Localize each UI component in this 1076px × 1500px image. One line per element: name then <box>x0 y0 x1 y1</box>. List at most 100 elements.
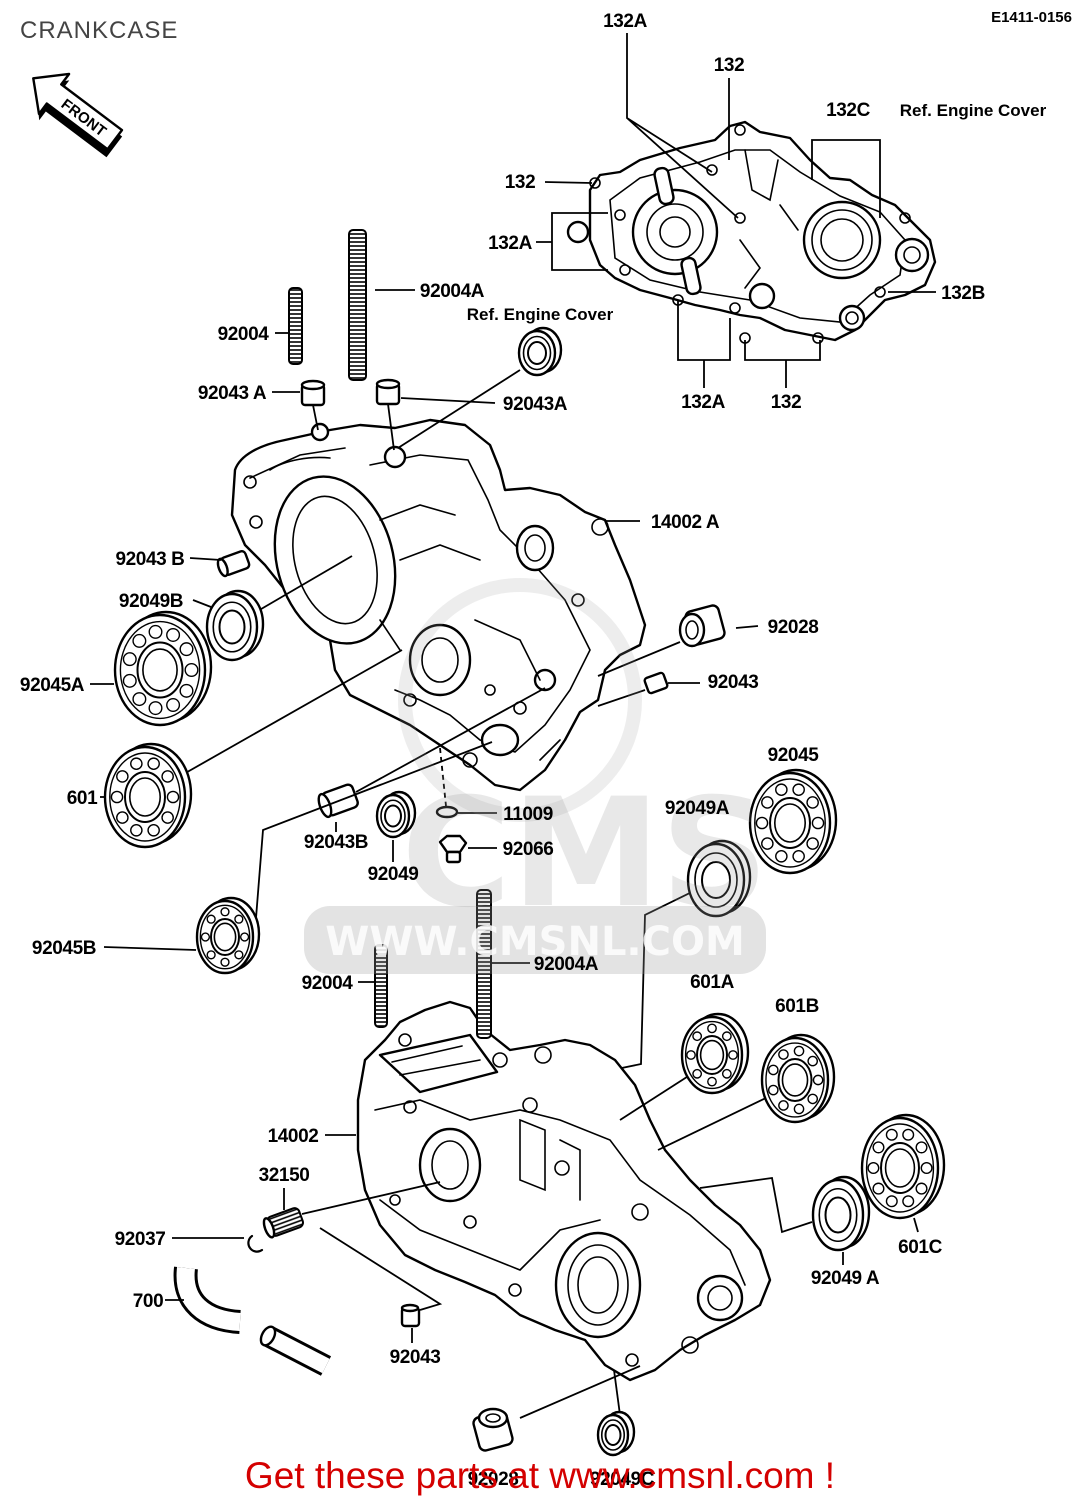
stud-92004a-lower <box>476 889 492 1039</box>
callout-92028-lower: 92028 <box>468 1469 519 1490</box>
callout-92043a-left: 92043 A <box>198 383 267 404</box>
lower-leaders <box>165 962 919 1419</box>
callout-92043-right: 92043 <box>708 672 759 693</box>
watermark-logo-text: CMS <box>401 767 768 941</box>
bearing-601c-ball <box>885 1195 898 1208</box>
bearing-601c-ball <box>920 1161 933 1175</box>
callout-92043-lower: 92043 <box>390 1347 441 1368</box>
bearing-92045-ball <box>811 816 825 830</box>
bearing-601a <box>680 1012 750 1095</box>
bearing-601a-ball <box>692 1068 703 1079</box>
callout-601c: 601C <box>898 1237 943 1258</box>
callout-92049b: 92049B <box>119 591 183 612</box>
bearing-601c-ball <box>915 1141 928 1154</box>
callout-132-top: 132 <box>714 55 745 76</box>
figure-code: E1411-0156 <box>991 9 1072 26</box>
bearing-601b-ball <box>793 1045 805 1057</box>
callout-92037: 92037 <box>115 1229 166 1250</box>
bearing-601a-ball <box>686 1050 696 1060</box>
callout-132b: 132B <box>941 283 985 304</box>
bearing-601-bore <box>129 777 162 817</box>
dowel-92043-right <box>643 671 669 695</box>
callout-601b: 601B <box>775 996 819 1017</box>
bearing-601c-ball <box>902 1195 915 1208</box>
crankcase-half-14002 <box>356 1000 772 1382</box>
stud-92004 <box>288 287 303 365</box>
callout-32150: 32150 <box>259 1165 310 1186</box>
bearing-601-ball <box>147 823 160 837</box>
fitting-32150 <box>262 1207 304 1239</box>
bearing-601 <box>103 742 193 849</box>
oil-seal-92049b <box>205 589 265 662</box>
bearing-92045-ball <box>755 816 769 830</box>
bearing-92045a-ball <box>179 683 194 698</box>
upper-leaders <box>90 289 759 1071</box>
callout-92049c: 92049C <box>590 1469 655 1490</box>
stud-92004-lower <box>374 944 388 1028</box>
oil-seal-92049a-lower-bore <box>824 1196 852 1234</box>
bearing-601-ball <box>161 770 174 783</box>
plug-bolt-92066 <box>438 834 468 864</box>
bearing-92045b-bore <box>213 922 237 952</box>
bearing-92045a-ball <box>166 698 181 713</box>
bearing-92045b-ball <box>206 914 216 924</box>
dowel-92043a-left <box>300 379 326 407</box>
bearings-and-seals <box>103 326 946 1457</box>
bearing-92045b-ball <box>220 957 230 967</box>
bearing-92045b <box>195 896 261 975</box>
dowel-92043-lower <box>400 1303 421 1328</box>
callout-92066: 92066 <box>503 839 554 860</box>
callout-14002: 14002 <box>268 1126 319 1147</box>
callout-11009: 11009 <box>503 804 553 825</box>
bearing-601c-outer-race <box>865 1123 935 1213</box>
oil-seal-92049b-bore <box>218 609 246 645</box>
bearing-92045a <box>113 610 213 727</box>
bearing-92045b-ball <box>239 932 250 942</box>
dowel-92043b-upper <box>216 550 251 578</box>
bearing-92045a-ball <box>184 663 199 678</box>
bearing-601b-ball <box>807 1055 819 1067</box>
bearing-601b-outer-race <box>765 1042 825 1118</box>
callout-92004-upper: 92004 <box>218 324 270 345</box>
callout-labels: 132A 132 132C Ref. Engine Cover 132 132A… <box>20 11 1047 1490</box>
oil-seal-92049a-lower <box>811 1175 871 1252</box>
callout-132a-top: 132A <box>603 11 648 32</box>
callout-132a-bottom: 132A <box>681 392 726 413</box>
bearing-92045a-ball <box>166 627 181 642</box>
washer-11009 <box>435 805 459 819</box>
dowel-92043a-right <box>375 378 401 406</box>
bearing-601-ball <box>166 790 180 804</box>
callout-601a: 601A <box>690 972 735 993</box>
watermark-url-box <box>304 906 766 974</box>
bearing-92045b-ball <box>206 950 216 960</box>
oil-seal-ref-engine-cover-bore <box>527 341 547 365</box>
oil-seal-92049 <box>375 790 417 839</box>
bearing-601b-ball <box>807 1093 819 1105</box>
bush-92028-upper <box>678 604 726 648</box>
bearing-92045-ball <box>792 849 805 863</box>
bearing-92045a-ball <box>148 624 163 639</box>
bearing-601c-bore <box>884 1148 916 1188</box>
bearing-601-ball <box>116 811 129 824</box>
bearing-601-ball <box>116 770 129 783</box>
oil-seal-92049a-upper-bore <box>701 861 731 899</box>
bearing-601a-bore <box>699 1039 725 1071</box>
bearing-601c-ball <box>885 1128 898 1141</box>
callout-92028-upper: 92028 <box>768 617 819 638</box>
oil-seal-92049c <box>596 1410 636 1457</box>
bearing-601b-ball <box>778 1100 789 1111</box>
callout-92043a-right: 92043A <box>503 394 568 415</box>
bearing-92045-bore <box>773 803 806 843</box>
bearing-601a-ball <box>707 1023 717 1034</box>
bearing-601a-ball <box>728 1050 738 1060</box>
oil-seal-92049c-bore <box>604 1424 622 1446</box>
bearing-601a-ball <box>721 1031 732 1042</box>
bearing-601b-ball <box>812 1074 824 1086</box>
bearing-92045-ball <box>761 796 774 809</box>
bearing-601-outer-race <box>109 752 181 842</box>
bearing-601-ball <box>161 811 174 824</box>
callout-92043b-middle: 92043B <box>304 832 368 853</box>
stud-92004a <box>348 229 367 381</box>
bearing-601b-bore <box>781 1063 809 1097</box>
